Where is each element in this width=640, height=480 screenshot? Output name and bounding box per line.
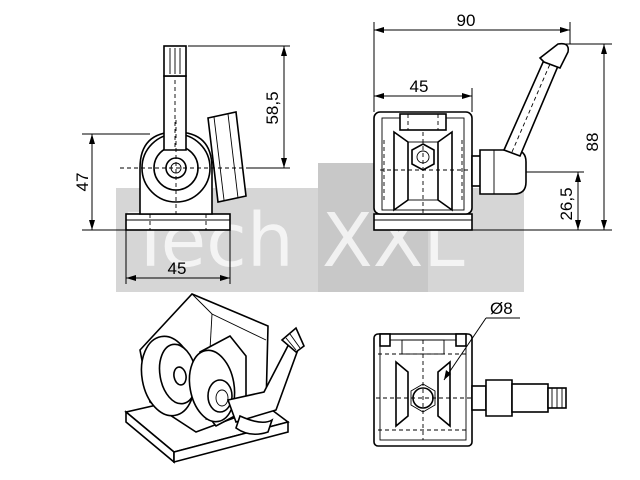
side-view: [120, 45, 250, 231]
dim-side-height: 47: [73, 133, 150, 231]
dim-side-lever-height: 58,5: [188, 45, 290, 169]
front-view-lever-grip: [538, 42, 570, 70]
dim-label-90: 90: [457, 11, 476, 30]
isometric-view: [124, 293, 305, 464]
iso-screw-head: [207, 379, 233, 413]
dim-label-58-5: 58,5: [263, 91, 282, 124]
front-view-lever-arm: [502, 58, 560, 158]
dim-label-47: 47: [73, 173, 92, 192]
side-view-clamp-knob: [207, 111, 247, 203]
dim-front-height-axis: 26,5: [526, 171, 584, 230]
dim-front-width-total: 90: [373, 11, 571, 112]
top-view-lever-hub: [485, 379, 513, 417]
front-view: [373, 42, 570, 231]
dim-label-45-side: 45: [168, 259, 187, 278]
front-view-base: [373, 213, 473, 231]
dim-label-26-5: 26,5: [557, 187, 576, 220]
dim-side-width: 45: [125, 230, 231, 284]
side-view-base-plate: [125, 213, 231, 231]
top-view-lever-arm: [511, 383, 549, 413]
top-view: Ø8: [373, 299, 567, 447]
front-view-lever-hub: [479, 149, 527, 195]
dim-front-height-total: 88: [472, 43, 612, 231]
dim-label-diameter-8: Ø8: [490, 299, 513, 318]
dim-label-45-front: 45: [410, 77, 429, 96]
dim-front-width-body: 45: [374, 77, 473, 112]
dim-label-88: 88: [583, 133, 602, 152]
